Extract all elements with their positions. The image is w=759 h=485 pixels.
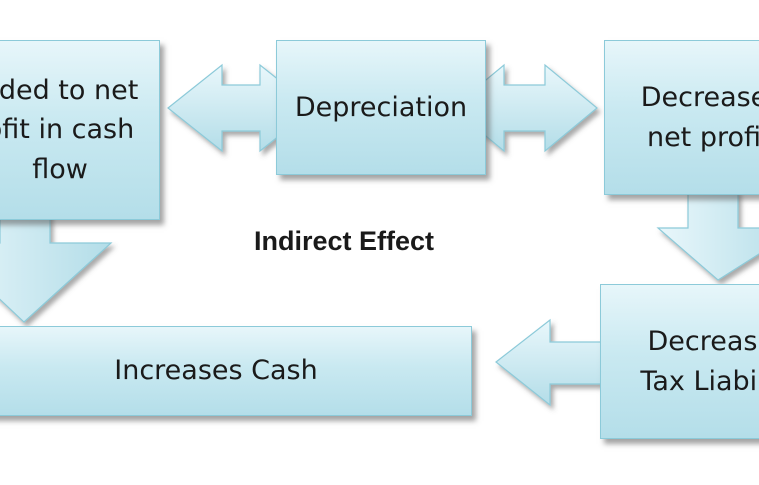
added-to-profit-line-2: ofit in cash — [0, 114, 135, 146]
added-to-profit-line-3: flow — [32, 153, 88, 185]
depreciation-box: Depreciation — [276, 40, 486, 175]
left-arrow-bottom — [495, 318, 609, 407]
decreases-tax-line-2: Tax Liabil — [640, 365, 759, 397]
down-arrow-right — [656, 189, 759, 281]
decreases-profit-line-2: net profi — [646, 121, 759, 153]
added-to-profit-box: dded to net ofit in cash flow — [0, 40, 160, 220]
decreases-tax-box: Decreas Tax Liabil — [600, 284, 759, 439]
increases-cash-label: Increases Cash — [114, 355, 318, 387]
indirect-effect-label: Indirect Effect — [254, 226, 435, 256]
added-to-profit-line-1: dded to net — [0, 75, 139, 107]
decreases-profit-line-1: Decrease — [640, 82, 759, 114]
depreciation-label: Depreciation — [294, 91, 468, 123]
decreases-tax-line-1: Decreas — [647, 326, 758, 358]
decreases-profit-box: Decrease net profi — [604, 40, 759, 195]
down-arrow-left — [0, 205, 113, 323]
double-arrow-right — [451, 63, 598, 153]
increases-cash-box: Increases Cash — [0, 326, 472, 416]
